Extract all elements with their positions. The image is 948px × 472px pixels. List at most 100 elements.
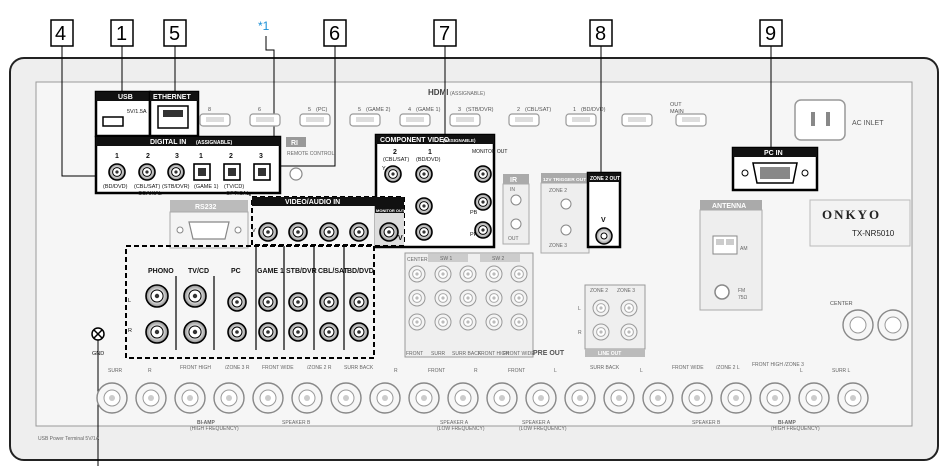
hdmi-port[interactable] <box>449 113 481 127</box>
coaxial-jack[interactable] <box>108 163 126 181</box>
speaker-terminal[interactable] <box>798 382 830 414</box>
optical-jack[interactable] <box>223 163 241 181</box>
audio-in-jack[interactable] <box>288 292 308 312</box>
pre-out-jack[interactable] <box>434 313 452 331</box>
pre-out-jack[interactable] <box>459 313 477 331</box>
line-out-jack[interactable] <box>620 299 638 317</box>
audio-in-jack[interactable] <box>227 322 247 342</box>
svg-text:SPEAKER B: SPEAKER B <box>692 420 721 426</box>
pre-out-jack[interactable] <box>510 313 528 331</box>
pre-out-jack[interactable] <box>434 265 452 283</box>
ri-jack[interactable] <box>289 167 303 181</box>
component-jack[interactable] <box>474 193 492 211</box>
video-in-jack[interactable] <box>258 222 278 242</box>
trigger-zone2-jack[interactable] <box>560 198 572 210</box>
speaker-terminal[interactable] <box>174 382 206 414</box>
hdmi-port[interactable] <box>621 113 653 127</box>
speaker-terminal[interactable] <box>642 382 674 414</box>
audio-in-jack[interactable] <box>319 322 339 342</box>
hdmi-port[interactable] <box>399 113 431 127</box>
speaker-terminal[interactable] <box>837 382 869 414</box>
pc-in-port[interactable] <box>741 162 809 184</box>
audio-in-jack[interactable] <box>227 292 247 312</box>
component-jack[interactable] <box>415 223 433 241</box>
svg-text:GAME 1: GAME 1 <box>257 268 284 275</box>
pre-out-jack[interactable] <box>510 265 528 283</box>
pre-out-jack[interactable] <box>485 289 503 307</box>
audio-in-jack[interactable] <box>258 322 278 342</box>
speaker-terminal[interactable] <box>213 382 245 414</box>
component-jack[interactable] <box>474 221 492 239</box>
audio-in-jack[interactable] <box>258 292 278 312</box>
component-jack[interactable] <box>415 165 433 183</box>
ir-out-jack[interactable] <box>510 218 522 230</box>
hdmi-port[interactable] <box>675 113 707 127</box>
hdmi-port[interactable] <box>249 113 281 127</box>
speaker-terminal[interactable] <box>681 382 713 414</box>
speaker-terminal[interactable] <box>369 382 401 414</box>
hdmi-port[interactable] <box>565 113 597 127</box>
speaker-terminal[interactable] <box>877 309 909 341</box>
usb-port[interactable] <box>102 116 124 127</box>
speaker-terminal[interactable] <box>486 382 518 414</box>
hdmi-port[interactable] <box>299 113 331 127</box>
video-in-jack[interactable] <box>319 222 339 242</box>
fm-jack[interactable] <box>714 284 730 300</box>
speaker-terminal[interactable] <box>96 382 128 414</box>
line-out-jack[interactable] <box>592 299 610 317</box>
speaker-terminal[interactable] <box>525 382 557 414</box>
optical-jack[interactable] <box>193 163 211 181</box>
svg-text:(STB/DVR): (STB/DVR) <box>162 184 190 190</box>
hdmi-port[interactable] <box>199 113 231 127</box>
pre-out-jack[interactable] <box>459 265 477 283</box>
audio-in-jack[interactable] <box>288 322 308 342</box>
pre-out-jack[interactable] <box>459 289 477 307</box>
analog-audio-jack[interactable] <box>183 284 207 308</box>
pre-out-jack[interactable] <box>510 289 528 307</box>
audio-in-jack[interactable] <box>319 292 339 312</box>
speaker-terminal[interactable] <box>135 382 167 414</box>
analog-audio-jack[interactable] <box>145 284 169 308</box>
speaker-terminal[interactable] <box>603 382 635 414</box>
audio-in-jack[interactable] <box>349 322 369 342</box>
video-in-jack[interactable] <box>288 222 308 242</box>
component-jack[interactable] <box>415 197 433 215</box>
speaker-terminal[interactable] <box>447 382 479 414</box>
svg-text:ZONE 2: ZONE 2 <box>590 288 608 294</box>
speaker-terminal[interactable] <box>564 382 596 414</box>
coaxial-jack[interactable] <box>138 163 156 181</box>
trigger-zone3-jack[interactable] <box>560 224 572 236</box>
rs232-port[interactable] <box>176 221 242 240</box>
svg-text:ETHERNET: ETHERNET <box>153 94 191 101</box>
speaker-terminal[interactable] <box>330 382 362 414</box>
hdmi-port[interactable] <box>349 113 381 127</box>
component-jack[interactable] <box>384 165 402 183</box>
pre-out-jack[interactable] <box>408 313 426 331</box>
speaker-terminal[interactable] <box>408 382 440 414</box>
video-in-jack[interactable] <box>349 222 369 242</box>
pre-out-jack[interactable] <box>408 289 426 307</box>
line-out-jack[interactable] <box>620 323 638 341</box>
ir-in-jack[interactable] <box>510 194 522 206</box>
hdmi-port[interactable] <box>508 113 540 127</box>
component-jack[interactable] <box>474 165 492 183</box>
analog-audio-jack[interactable] <box>145 320 169 344</box>
gnd-terminal[interactable] <box>91 327 105 341</box>
analog-audio-jack[interactable] <box>183 320 207 344</box>
speaker-terminal[interactable] <box>252 382 284 414</box>
coaxial-jack[interactable] <box>167 163 185 181</box>
speaker-terminal[interactable] <box>720 382 752 414</box>
pre-out-jack[interactable] <box>408 265 426 283</box>
line-out-jack[interactable] <box>592 323 610 341</box>
monitor-out-jack[interactable] <box>379 222 399 242</box>
optical-jack[interactable] <box>253 163 271 181</box>
pre-out-jack[interactable] <box>485 265 503 283</box>
pre-out-jack[interactable] <box>485 313 503 331</box>
pre-out-jack[interactable] <box>434 289 452 307</box>
speaker-terminal[interactable] <box>291 382 323 414</box>
ac-inlet-socket[interactable] <box>794 99 846 141</box>
speaker-terminal[interactable] <box>842 309 874 341</box>
callout-9: 9 <box>759 19 783 47</box>
speaker-terminal[interactable] <box>759 382 791 414</box>
audio-in-jack[interactable] <box>349 292 369 312</box>
